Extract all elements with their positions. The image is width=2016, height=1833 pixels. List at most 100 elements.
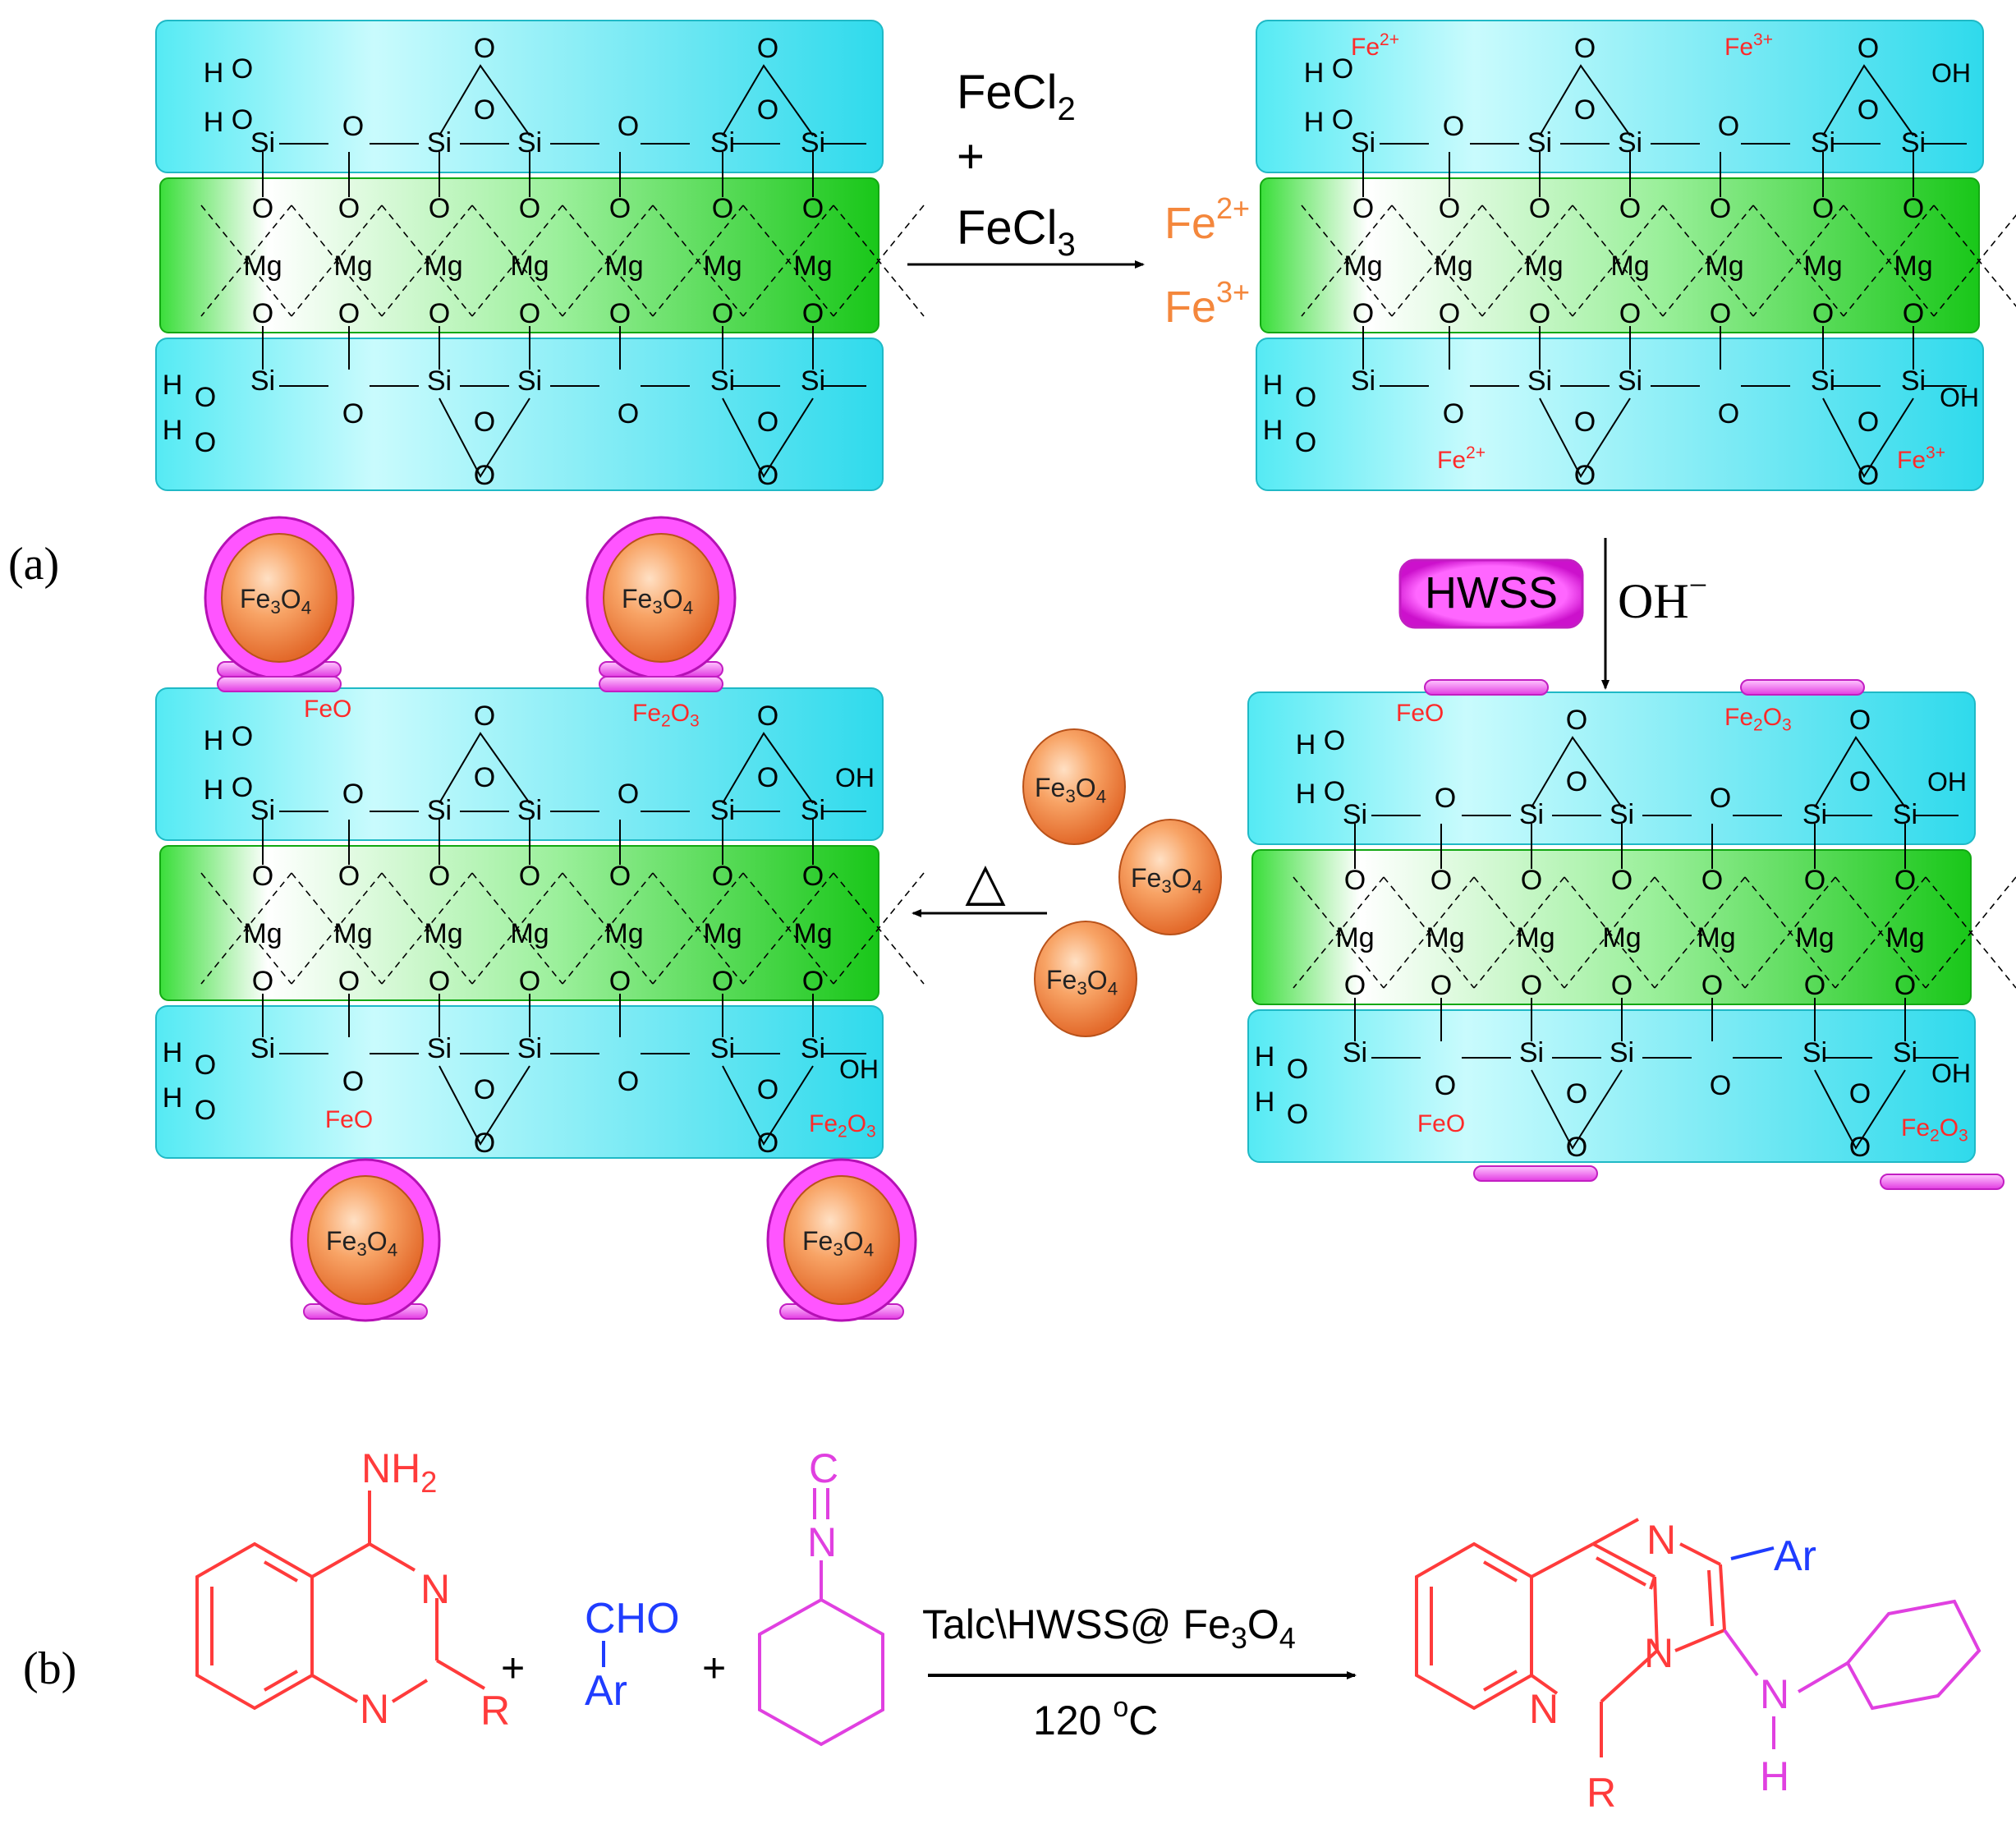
- oxygen-atom: O: [1344, 970, 1366, 1001]
- oxygen-atom: O: [712, 966, 733, 997]
- hydrogen-atom: H: [204, 57, 224, 89]
- oxygen-atom: O: [1894, 865, 1916, 896]
- silicon-atom: Si: [1527, 365, 1552, 397]
- magnetite-core: [1118, 819, 1222, 935]
- oxygen-atom: O: [1849, 705, 1871, 736]
- oxygen-atom: O: [519, 966, 540, 997]
- oxygen-atom: O: [1521, 970, 1542, 1001]
- oxygen-atom: O: [429, 298, 450, 329]
- oxygen-atom: O: [1287, 1054, 1308, 1085]
- oxygen-atom: O: [232, 721, 253, 752]
- svg-text:FeCl3: FeCl3: [957, 201, 1076, 263]
- oxygen-atom: O: [195, 427, 216, 458]
- iron-oxide-feo: FeO: [325, 1106, 373, 1133]
- hwss-badge: [1398, 558, 1584, 629]
- magnetite-core: [783, 1175, 900, 1305]
- silicon-atom: Si: [1802, 1037, 1827, 1068]
- silicon-atom: Si: [1811, 365, 1835, 397]
- fe3o4-particle: Fe3O4: [1034, 921, 1137, 1037]
- oxygen-atom: O: [1804, 865, 1825, 896]
- iron-oxide-feo: FeO: [1396, 700, 1444, 727]
- oxygen-atom: O: [1352, 298, 1374, 329]
- svg-text:FeCl2: FeCl2: [957, 66, 1076, 127]
- svg-text:NH2: NH2: [361, 1445, 437, 1499]
- oxygen-atom: O: [618, 398, 639, 430]
- hydrogen-atom: H: [1263, 370, 1284, 401]
- oxygen-atom: O: [1849, 766, 1871, 797]
- oxygen-atom: O: [1812, 298, 1834, 329]
- hwss-coating: [1424, 679, 1549, 696]
- fe3o4-label: Fe3O4: [622, 584, 693, 618]
- silicon-atom: Si: [517, 1033, 542, 1064]
- oxygen-atom: O: [338, 193, 360, 224]
- oxygen-atom: O: [1324, 776, 1345, 807]
- hydrogen-atom: H: [1296, 779, 1316, 810]
- magnesium-atom: Mg: [510, 918, 549, 949]
- oxygen-atom: O: [618, 111, 639, 142]
- aminoquinazoline-n3: N: [420, 1566, 450, 1612]
- silicon-atom: Si: [1351, 365, 1375, 397]
- coated-fe3o4-particle: Fe3O4: [586, 516, 737, 680]
- silicon-atom: Si: [801, 1033, 825, 1064]
- product-n-top: N: [1646, 1517, 1676, 1563]
- oxygen-atom: O: [1566, 705, 1587, 736]
- oxygen-atom: O: [1858, 460, 1879, 491]
- product-n-bridge: N: [1644, 1630, 1674, 1676]
- oxygen-atom: O: [342, 1066, 364, 1097]
- aminoquinazoline-nh2: NH2: [361, 1445, 437, 1499]
- oxygen-atom: O: [474, 33, 495, 64]
- aminoquinazoline-r: R: [480, 1688, 510, 1734]
- oxygen-atom: O: [342, 779, 364, 810]
- fe3o4-label: Fe3O4: [802, 1226, 874, 1260]
- oxygen-atom: O: [1903, 193, 1924, 224]
- oxygen-atom: O: [1295, 427, 1316, 458]
- magnesium-atom: Mg: [1795, 922, 1834, 953]
- magnetite-core: [221, 533, 338, 663]
- magnesium-atom: Mg: [1426, 922, 1464, 953]
- oxygen-atom: O: [1435, 783, 1456, 814]
- hydroxyl-group: OH: [1931, 58, 1971, 88]
- magnesium-atom: Mg: [1343, 250, 1382, 282]
- oxygen-atom: O: [195, 1050, 216, 1081]
- oxygen-atom: O: [618, 1066, 639, 1097]
- hydrogen-atom: H: [204, 774, 224, 806]
- oxygen-atom: O: [474, 1074, 495, 1105]
- product-ar: Ar: [1774, 1532, 1816, 1580]
- oxygen-atom: O: [342, 398, 364, 430]
- oxygen-atom: O: [252, 966, 273, 997]
- magnesium-atom: Mg: [1610, 250, 1649, 282]
- oxygen-atom: O: [1718, 111, 1739, 142]
- catalyst-label: Talc\HWSS@ Fe3O4: [922, 1601, 1296, 1655]
- oxygen-atom: O: [338, 966, 360, 997]
- fe2-ion: Fe2+: [1437, 443, 1486, 474]
- oxygen-atom: O: [1849, 1132, 1871, 1163]
- magnesium-atom: Mg: [703, 250, 742, 282]
- oxygen-atom: O: [1439, 298, 1460, 329]
- magnesium-atom: Mg: [424, 250, 462, 282]
- oxygen-atom: O: [1574, 33, 1596, 64]
- oxygen-atom: O: [474, 407, 495, 438]
- oxygen-atom: O: [195, 1095, 216, 1126]
- svg-text:Talc\HWSS@ Fe3O4: Talc\HWSS@ Fe3O4: [922, 1601, 1296, 1655]
- product-nh-h: H: [1760, 1753, 1789, 1799]
- oxygen-atom: O: [802, 861, 824, 892]
- hwss-coating: [1473, 1165, 1598, 1182]
- panel-label-a: (a): [8, 539, 59, 590]
- silicon-atom: Si: [250, 1033, 275, 1064]
- hydrogen-atom: H: [204, 725, 224, 756]
- oxygen-atom: O: [1529, 298, 1550, 329]
- oxygen-atom: O: [712, 193, 733, 224]
- oxygen-atom: O: [519, 298, 540, 329]
- magnesium-atom: Mg: [1894, 250, 1932, 282]
- plus-sign-1: +: [501, 1645, 525, 1691]
- oxygen-atom: O: [1804, 970, 1825, 1001]
- oxygen-atom: O: [757, 460, 778, 491]
- oxygen-atom: O: [609, 193, 631, 224]
- oxygen-atom: O: [1574, 460, 1596, 491]
- magnesium-atom: Mg: [333, 918, 372, 949]
- oxygen-atom: O: [1701, 865, 1723, 896]
- iron-oxide-feo: FeO: [1417, 1110, 1465, 1137]
- hwss-coating: [1740, 679, 1865, 696]
- coated-fe3o4-particle: Fe3O4: [290, 1158, 441, 1322]
